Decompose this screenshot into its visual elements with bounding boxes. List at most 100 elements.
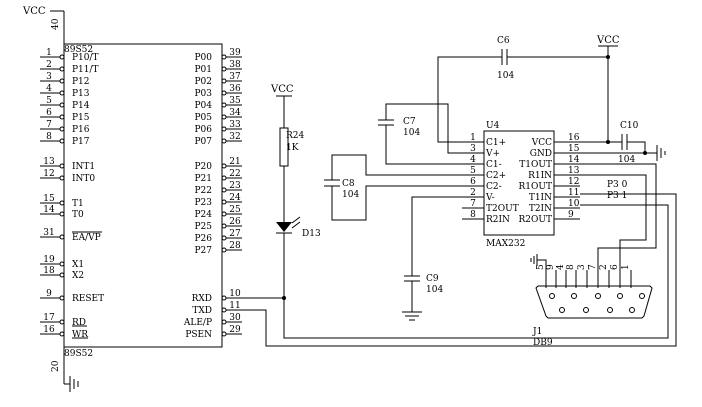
- mcu-right-pin-21-name: P20: [194, 162, 212, 172]
- db9-hole-bottom-1: [559, 307, 565, 313]
- mcu-left-pin-6-bubble: [59, 114, 65, 120]
- mcu-right-pin-38-num: 38: [229, 60, 241, 70]
- mcu-right-pin-28-name: P27: [194, 246, 212, 256]
- mcu-right-pin-26-bubble: [221, 223, 227, 229]
- max232-right-pin-9-name: R2OUT: [519, 215, 552, 225]
- max232-left-pin-6-num: 6: [470, 177, 476, 187]
- mcu-right-pin-26-name: P25: [194, 222, 212, 232]
- mcu-right-pin-11-name: TXD: [192, 306, 212, 316]
- mcu-right-pin-35-name: P04: [194, 101, 212, 111]
- mcu-right-pin-32-name: P07: [194, 137, 212, 147]
- mcu-left-pin-8-num: 8: [46, 132, 52, 142]
- max232-right-pin-10-name: T2IN: [529, 204, 552, 214]
- mcu-right-pin-29-num: 29: [229, 325, 241, 335]
- mcu-left-pin-8-name: P17: [72, 137, 90, 147]
- mcu-left-pin-9-num: 9: [46, 289, 52, 299]
- c6-value: 104: [497, 71, 514, 81]
- mcu-right-pin-33-num: 33: [229, 120, 241, 130]
- mcu-right-pin-25-bubble: [221, 211, 227, 217]
- db9-hole-top-3: [595, 293, 601, 299]
- c6-left-wire: [437, 56, 502, 143]
- db9-hole-top-1: [549, 293, 555, 299]
- mcu-right-pin-26-num: 26: [229, 217, 241, 227]
- db9-hole-top-2: [571, 293, 577, 299]
- mcu-left-pin-15-num: 15: [43, 194, 55, 204]
- db9-gnd-wire: [537, 259, 547, 270]
- mcu-left-pin-15-bubble: [59, 200, 65, 206]
- led-branch: VCC R24 1K D13: [270, 84, 321, 300]
- r24-value: 1K: [286, 143, 299, 153]
- db9-pin-2-num: 2: [599, 264, 609, 270]
- mcu-right-pin-38-bubble: [221, 66, 227, 72]
- max232-left-pin-2-num: 2: [470, 188, 476, 198]
- mcu-right-pin-32-num: 32: [229, 132, 240, 142]
- max232-right-pin-11-name: T1IN: [529, 193, 552, 203]
- mcu-right-pin-24-num: 24: [229, 193, 241, 203]
- mcu-right-pin-27-name: P26: [194, 234, 212, 244]
- mcu-right-pin-27-bubble: [221, 235, 227, 241]
- c6-ref: C6: [497, 36, 510, 46]
- mcu-left-pin-6-name: P15: [72, 113, 90, 123]
- db9-hole-top-4: [617, 293, 623, 299]
- mcu-right-pin-21-num: 21: [229, 157, 240, 167]
- max232-right-pins: 16VCC15GND14T1OUT13R1IN12R1OUT11T1IN10T2…: [519, 133, 580, 225]
- mcu-right-pin-38-name: P01: [194, 65, 212, 75]
- mcu-right-pin-36-num: 36: [229, 84, 241, 94]
- mcu-right-pin-35-num: 35: [229, 96, 241, 106]
- mcu-left-pin-17-name: RD: [72, 318, 86, 328]
- capacitors: C6 104 VCC C7 104 C8 104 C9 104: [324, 35, 666, 321]
- max232-right-pin-13-num: 13: [568, 166, 580, 176]
- rxd-to-t1in-wire: [283, 204, 669, 339]
- mcu-right-pin-33-name: P06: [194, 125, 212, 135]
- mcu-right-pin-35-bubble: [221, 102, 227, 108]
- c10-ref: C10: [620, 121, 639, 131]
- mcu-left-pin-18-num: 18: [43, 266, 55, 276]
- mcu-vcc-label: VCC: [22, 6, 46, 17]
- mcu-right-pin-37-name: P02: [194, 77, 212, 87]
- max232-left-pin-4-num: 4: [470, 155, 476, 165]
- mcu-left-pin-7-num: 7: [46, 120, 52, 130]
- max232-left-pin-2-name: V-: [485, 193, 495, 203]
- mcu-right-pin-34-num: 34: [229, 108, 241, 118]
- mcu-gnd-pin-num: 20: [51, 360, 61, 372]
- max232-left-pin-5-num: 5: [470, 166, 476, 176]
- mcu-left-pin-19-bubble: [59, 261, 65, 267]
- mcu-right-pin-10-bubble: [221, 295, 227, 301]
- mcu-left-pin-19-name: X1: [72, 260, 84, 270]
- mcu-left-pin-13-bubble: [59, 163, 65, 169]
- c10-value: 104: [618, 155, 635, 165]
- mcu-left-pin-9-bubble: [59, 295, 65, 301]
- mcu-left-pin-31-num: 31: [43, 228, 54, 238]
- db9-pin-9-num: 9: [546, 264, 556, 270]
- mcu-right-pin-39-name: P00: [194, 53, 212, 63]
- mcu-right-pin-23-num: 23: [229, 181, 241, 191]
- max232-right-pin-10-num: 10: [568, 199, 580, 209]
- mcu-left-pin-31-name: EA/VP: [72, 233, 101, 243]
- db9-holes: [549, 293, 645, 313]
- c8-ref: C8: [342, 179, 355, 189]
- db9-hole-bottom-3: [607, 307, 613, 313]
- mcu-right-pin-34-bubble: [221, 114, 227, 120]
- db9-pin-6-num: 6: [610, 264, 620, 270]
- max232-right-pin-15-num: 15: [568, 144, 580, 154]
- mcu-right-pin-30-bubble: [221, 319, 227, 325]
- mcu-right-pins: 39P0038P0137P0236P0335P0434P0533P0632P07…: [183, 48, 242, 340]
- mcu-left-pin-18-name: X2: [72, 271, 84, 281]
- net-p30: P3 0: [607, 180, 628, 190]
- max232-left-pin-7-name: T2OUT: [486, 204, 519, 214]
- max232-right-pin-11-num: 11: [568, 188, 579, 198]
- db9-hole-top-5: [639, 293, 645, 299]
- mcu-left-pin-13-num: 13: [43, 157, 55, 167]
- gnd-junction: [643, 151, 647, 155]
- c9-top-wire: [411, 196, 462, 276]
- mcu-left-pin-1-name: P10/T: [72, 53, 99, 63]
- mcu-left-pin-12-num: 12: [43, 169, 54, 179]
- mcu-right-pin-10-name: RXD: [192, 294, 212, 304]
